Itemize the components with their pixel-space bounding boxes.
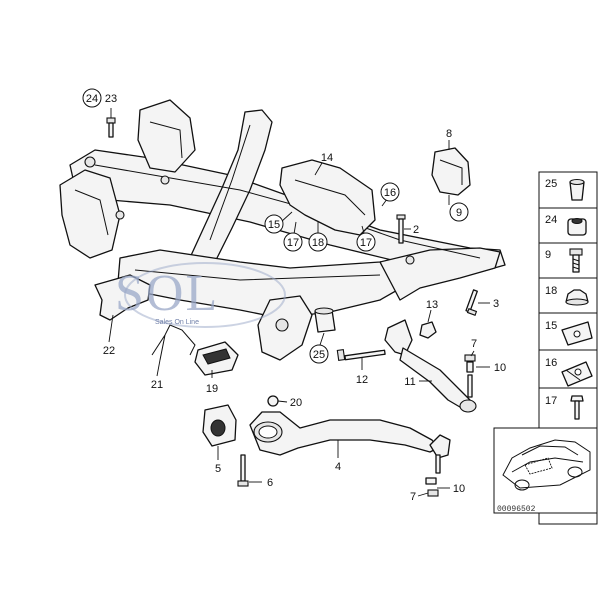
bolt-23 xyxy=(106,117,116,138)
diagram-reference-number: 00096502 xyxy=(497,505,536,514)
bushing-sleeve-icon xyxy=(567,218,587,236)
legend-num-9: 9 xyxy=(545,249,551,261)
label-10-upper: 10 xyxy=(494,362,506,374)
label-18: 18 xyxy=(312,237,324,249)
rubber-mount-19 xyxy=(194,341,239,376)
thrust-arm-11 xyxy=(384,319,477,413)
label-15: 15 xyxy=(268,219,280,231)
legend-num-17: 17 xyxy=(545,395,557,407)
grommet-icon xyxy=(565,289,589,306)
label-21: 21 xyxy=(151,379,163,391)
label-14: 14 xyxy=(321,152,333,164)
legend-num-15: 15 xyxy=(545,320,557,332)
screw-icon xyxy=(570,395,584,420)
bolt-6 xyxy=(237,454,249,487)
ball-joint-nut-lower xyxy=(425,477,439,497)
label-3: 3 xyxy=(493,298,499,310)
legend-num-18: 18 xyxy=(545,285,557,297)
label-4: 4 xyxy=(335,461,341,473)
label-20: 20 xyxy=(290,397,302,409)
label-25: 25 xyxy=(313,349,325,361)
front-axle-carrier xyxy=(59,99,506,361)
label-13: 13 xyxy=(426,299,438,311)
label-22: 22 xyxy=(103,345,115,357)
nut-13 xyxy=(419,321,437,339)
control-arm-4 xyxy=(249,411,451,474)
label-7-upper: 7 xyxy=(471,338,477,350)
legend-num-16: 16 xyxy=(545,357,557,369)
bolt-2 xyxy=(396,214,406,244)
label-9: 9 xyxy=(456,207,462,219)
label-17-left: 17 xyxy=(287,237,299,249)
wire-bracket-21 xyxy=(151,324,196,361)
label-12: 12 xyxy=(356,374,368,386)
label-24: 24 xyxy=(86,93,98,105)
legend-num-25: 25 xyxy=(545,178,557,190)
clip-nut-icon xyxy=(561,361,593,387)
bolt-icon xyxy=(569,248,583,273)
label-16: 16 xyxy=(384,187,396,199)
ball-joint-nut-upper xyxy=(464,354,476,398)
bushing-5 xyxy=(202,404,237,447)
cap-nut-icon xyxy=(569,178,585,201)
watermark-logo: SOL xyxy=(115,265,219,322)
label-11: 11 xyxy=(404,376,415,388)
legend-num-24: 24 xyxy=(545,214,557,226)
washer-20 xyxy=(267,395,279,407)
label-5: 5 xyxy=(215,463,221,475)
vehicle-thumbnail: 00096502 xyxy=(493,427,598,514)
label-2: 2 xyxy=(413,224,419,236)
callout-labels: 24 23 8 9 14 16 15 17 18 17 2 22 21 19 2… xyxy=(82,88,506,503)
label-23: 23 xyxy=(105,93,117,105)
bolt-3 xyxy=(465,289,478,316)
label-7-lower: 7 xyxy=(410,491,416,503)
label-8: 8 xyxy=(446,128,452,140)
cap-nut-25 xyxy=(314,307,336,333)
mount-bracket-8 xyxy=(431,147,471,196)
leader-lines xyxy=(108,108,490,497)
watermark: SOL Sales On Line xyxy=(115,265,219,326)
watermark-ring xyxy=(124,262,286,328)
label-17-right: 17 xyxy=(360,237,372,249)
label-10-lower: 10 xyxy=(453,483,465,495)
label-19: 19 xyxy=(206,383,218,395)
speed-nut-icon xyxy=(561,321,593,346)
bolt-12 xyxy=(336,349,386,361)
label-6: 6 xyxy=(267,477,273,489)
watermark-tagline: Sales On Line xyxy=(155,319,199,326)
